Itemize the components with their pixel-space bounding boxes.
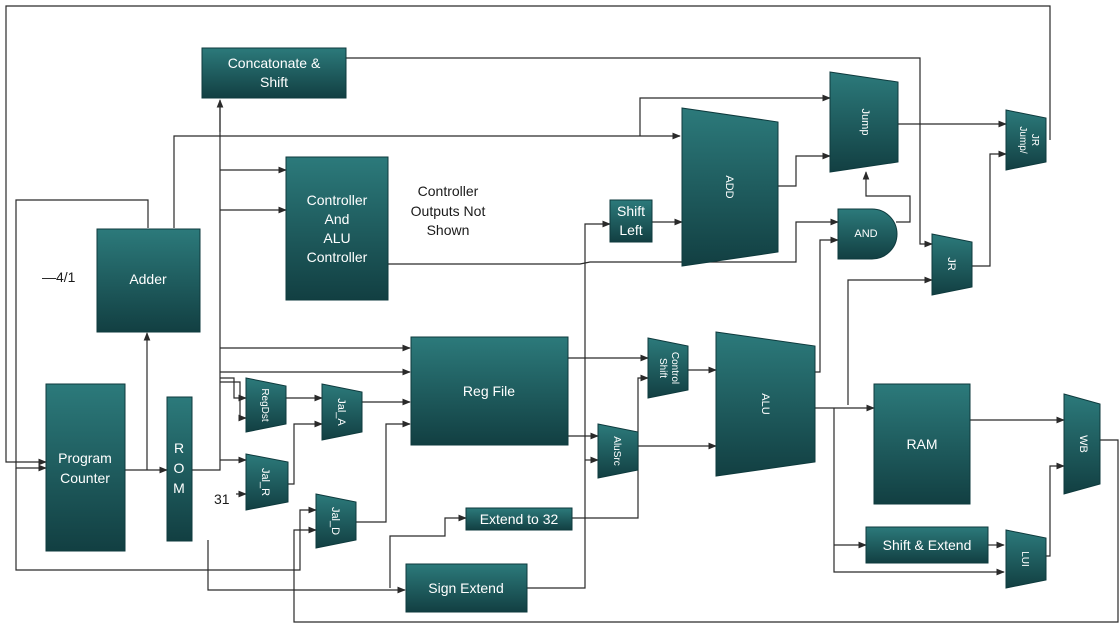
- adder-block: Adder: [96, 228, 201, 333]
- jump-jr-label-2: JR: [1029, 134, 1040, 146]
- concat-shift-label-1: Concatonate &: [228, 55, 321, 71]
- concat-shift-label-2: Shift: [260, 74, 288, 90]
- controller-label-3: ALU: [323, 230, 350, 246]
- regdst-mux: RegDst: [245, 377, 287, 433]
- jal-a-label: Jal_A: [335, 398, 347, 426]
- const-31-label: 31: [214, 491, 230, 507]
- and-label: AND: [854, 228, 877, 240]
- controller-note-line-3: Shown: [427, 222, 470, 238]
- alusrc-mux: AluSrc: [597, 423, 639, 479]
- program-counter-label-1: Program: [58, 450, 112, 466]
- jal-d-mux: Jal_D: [315, 493, 357, 549]
- program-counter-label-2: Counter: [60, 470, 110, 486]
- program-counter-block: Program Counter: [45, 383, 126, 552]
- jump-jr-mux: Jump/ JR: [1005, 109, 1047, 171]
- shift-extend-label: Shift & Extend: [883, 537, 972, 553]
- ram-block: RAM: [873, 383, 971, 505]
- wb-label: WB: [1077, 435, 1089, 453]
- shift-left-block: Shift Left: [609, 199, 653, 243]
- lui-mux: LUI: [1005, 529, 1047, 589]
- controller-label-2: And: [325, 211, 350, 227]
- alu-block: ALU: [715, 331, 816, 477]
- shift-left-label-2: Left: [619, 222, 642, 238]
- alu-label: ALU: [759, 393, 771, 414]
- lui-label: LUI: [1019, 551, 1030, 567]
- controller-block: Controller And ALU Controller: [285, 156, 389, 301]
- wb-mux: WB: [1063, 393, 1101, 495]
- const-4-1-label: —4/1: [42, 269, 76, 285]
- jump-label: Jump: [859, 109, 871, 136]
- extend-32-label: Extend to 32: [480, 511, 559, 527]
- controller-label-4: Controller: [307, 249, 368, 265]
- rom-label-o: O: [174, 460, 185, 476]
- jal-d-label: Jal_D: [329, 507, 341, 535]
- sign-extend-block: Sign Extend: [405, 563, 528, 613]
- jump-jr-label-1: Jump/: [1017, 126, 1028, 153]
- shift-left-label-1: Shift: [617, 203, 645, 219]
- add-block: ADD: [681, 107, 779, 267]
- extend-32-block: Extend to 32: [465, 507, 573, 531]
- reg-file-label: Reg File: [463, 383, 515, 399]
- controller-label-1: Controller: [307, 192, 368, 208]
- reg-file-block: Reg File: [410, 336, 569, 446]
- wires: [5, 5, 1119, 623]
- rom-label-m: M: [173, 480, 185, 496]
- adder-label: Adder: [129, 271, 167, 287]
- controller-note-line-2: Outputs Not: [411, 203, 486, 219]
- jal-a-mux: Jal_A: [321, 383, 363, 441]
- rom-block: R O M: [166, 396, 193, 542]
- jr-mux: JR: [931, 233, 973, 296]
- jal-r-mux: Jal_R: [245, 453, 289, 511]
- jump-mux: Jump: [829, 71, 899, 173]
- controller-note: Controller Outputs Not Shown: [411, 183, 486, 238]
- ram-label: RAM: [906, 436, 937, 452]
- jal-r-label: Jal_R: [259, 468, 271, 496]
- regdst-label: RegDst: [259, 388, 270, 422]
- and-gate: AND: [837, 208, 898, 260]
- shift-control-label-2: Control: [669, 352, 680, 384]
- rom-label-r: R: [174, 440, 184, 456]
- sign-extend-label: Sign Extend: [428, 580, 504, 596]
- add-label: ADD: [723, 175, 735, 198]
- concat-shift-block: Concatonate & Shift: [201, 47, 347, 99]
- alusrc-label: AluSrc: [611, 436, 622, 465]
- controller-note-line-1: Controller: [418, 183, 479, 199]
- shift-control-label-1: Shift: [657, 358, 668, 378]
- shift-control-mux: Shift Control: [647, 337, 689, 399]
- jr-label: JR: [945, 257, 957, 271]
- shift-extend-block: Shift & Extend: [865, 526, 989, 564]
